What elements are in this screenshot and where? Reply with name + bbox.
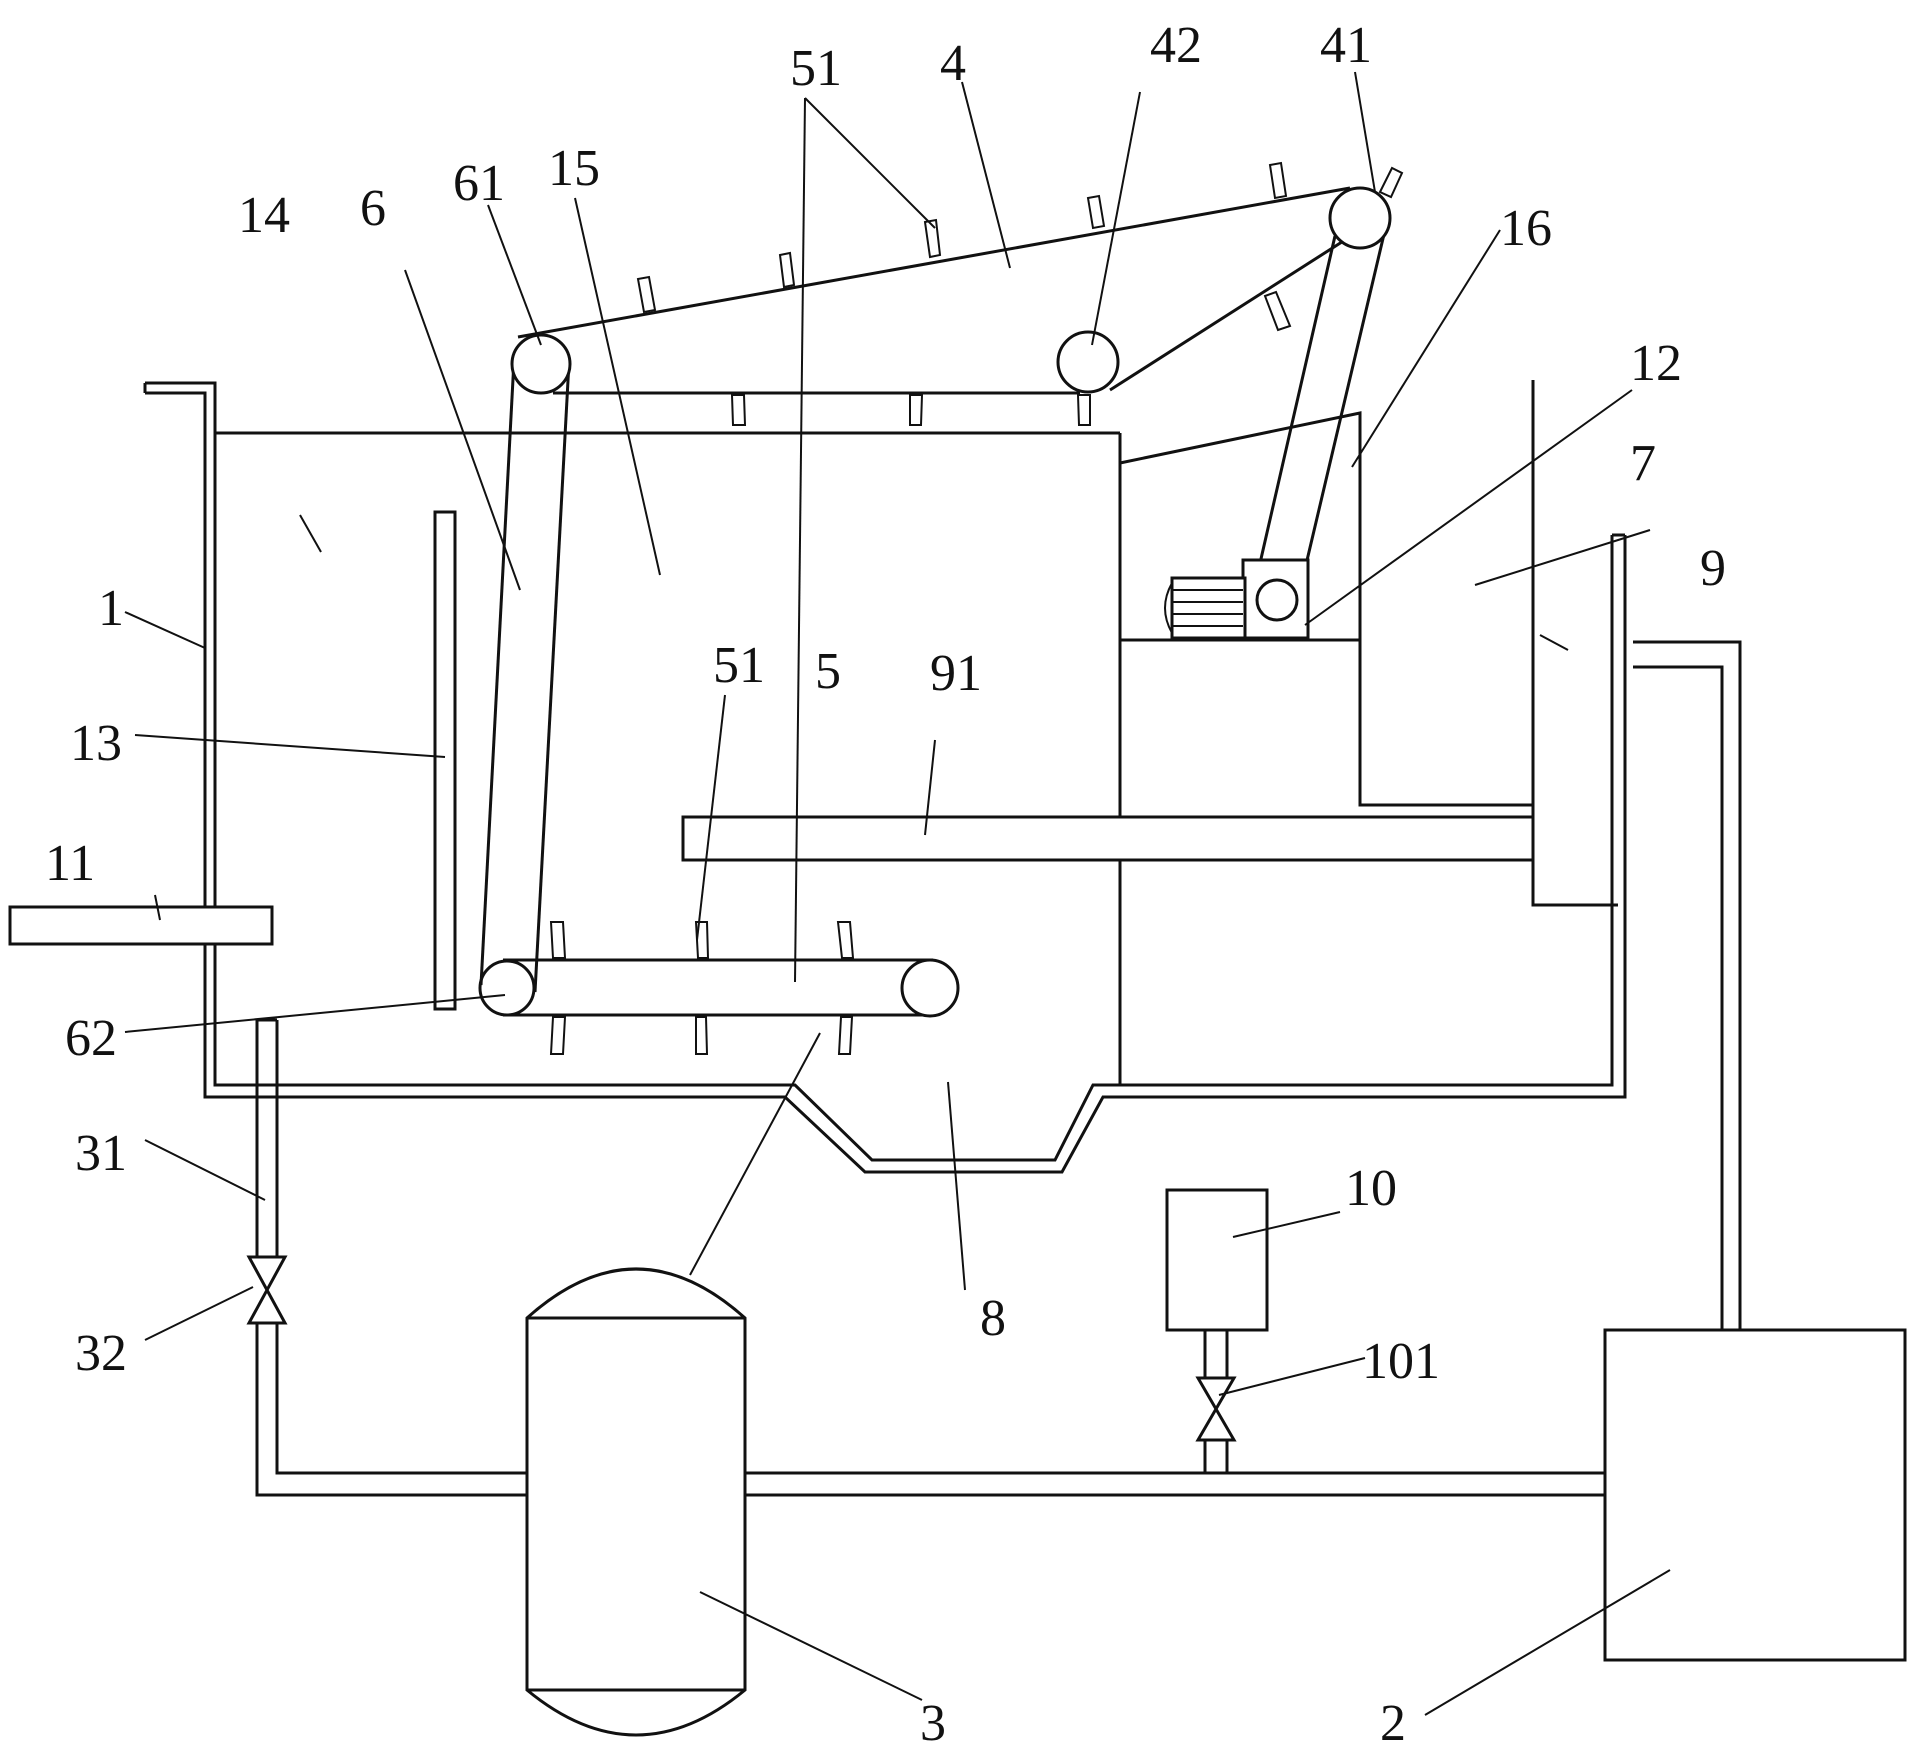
label-14: 14 bbox=[238, 187, 290, 244]
label-6: 6 bbox=[360, 180, 386, 237]
label-41: 41 bbox=[1320, 17, 1372, 74]
label-61: 61 bbox=[453, 155, 505, 212]
motor-12 bbox=[1164, 558, 1310, 640]
vessel-3 bbox=[525, 1267, 747, 1737]
label-1: 1 bbox=[98, 580, 124, 637]
label-11: 11 bbox=[45, 835, 95, 892]
roller-62 bbox=[478, 959, 536, 1017]
label-12: 12 bbox=[1630, 335, 1682, 392]
valve-32 bbox=[246, 1255, 288, 1325]
label-3: 3 bbox=[920, 1695, 946, 1751]
label-15: 15 bbox=[548, 140, 600, 197]
label-7: 7 bbox=[1630, 435, 1656, 492]
label-31: 31 bbox=[75, 1125, 127, 1182]
top-conveyor-4 bbox=[510, 161, 1404, 591]
leader-lines bbox=[124, 71, 1671, 1716]
pulley-61 bbox=[510, 333, 572, 395]
label-51-mid: 51 bbox=[713, 637, 765, 694]
pulley-41 bbox=[1328, 186, 1392, 250]
label-10: 10 bbox=[1345, 1160, 1397, 1217]
return-pipe-inner bbox=[1633, 665, 1724, 1330]
inlet-pipe-11 bbox=[8, 905, 274, 946]
label-2: 2 bbox=[1380, 1695, 1406, 1751]
valve-101 bbox=[1195, 1376, 1237, 1442]
label-13: 13 bbox=[70, 715, 122, 772]
lower-conveyor-5 bbox=[478, 921, 960, 1055]
return-pipe-outer bbox=[1633, 640, 1742, 1330]
label-16: 16 bbox=[1500, 200, 1552, 257]
label-42: 42 bbox=[1150, 17, 1202, 74]
part-labels: 1 2 3 4 5 6 7 8 9 10 11 12 13 14 15 16 3… bbox=[45, 17, 1726, 1751]
tank-body bbox=[143, 381, 1627, 1174]
label-91: 91 bbox=[930, 645, 982, 702]
middle-partition bbox=[1118, 411, 1533, 1085]
chamber-7-wall bbox=[1531, 380, 1618, 907]
outlet-pipe-91 bbox=[681, 815, 1535, 862]
label-62: 62 bbox=[65, 1010, 117, 1067]
pulley-42 bbox=[1056, 330, 1120, 394]
label-32: 32 bbox=[75, 1325, 127, 1382]
roller-end bbox=[900, 958, 960, 1018]
drain-pipe-31 bbox=[246, 1018, 527, 1497]
dosing-tank-10 bbox=[1165, 1188, 1269, 1473]
inclined-conveyor-6 bbox=[479, 359, 571, 993]
label-9: 9 bbox=[1700, 540, 1726, 597]
label-101: 101 bbox=[1362, 1333, 1440, 1390]
label-8: 8 bbox=[980, 1290, 1006, 1347]
tank-2 bbox=[1603, 1328, 1907, 1662]
label-51-top: 51 bbox=[790, 40, 842, 97]
label-5: 5 bbox=[815, 643, 841, 700]
baffle-plate-13 bbox=[433, 510, 457, 1011]
label-4: 4 bbox=[940, 35, 966, 92]
